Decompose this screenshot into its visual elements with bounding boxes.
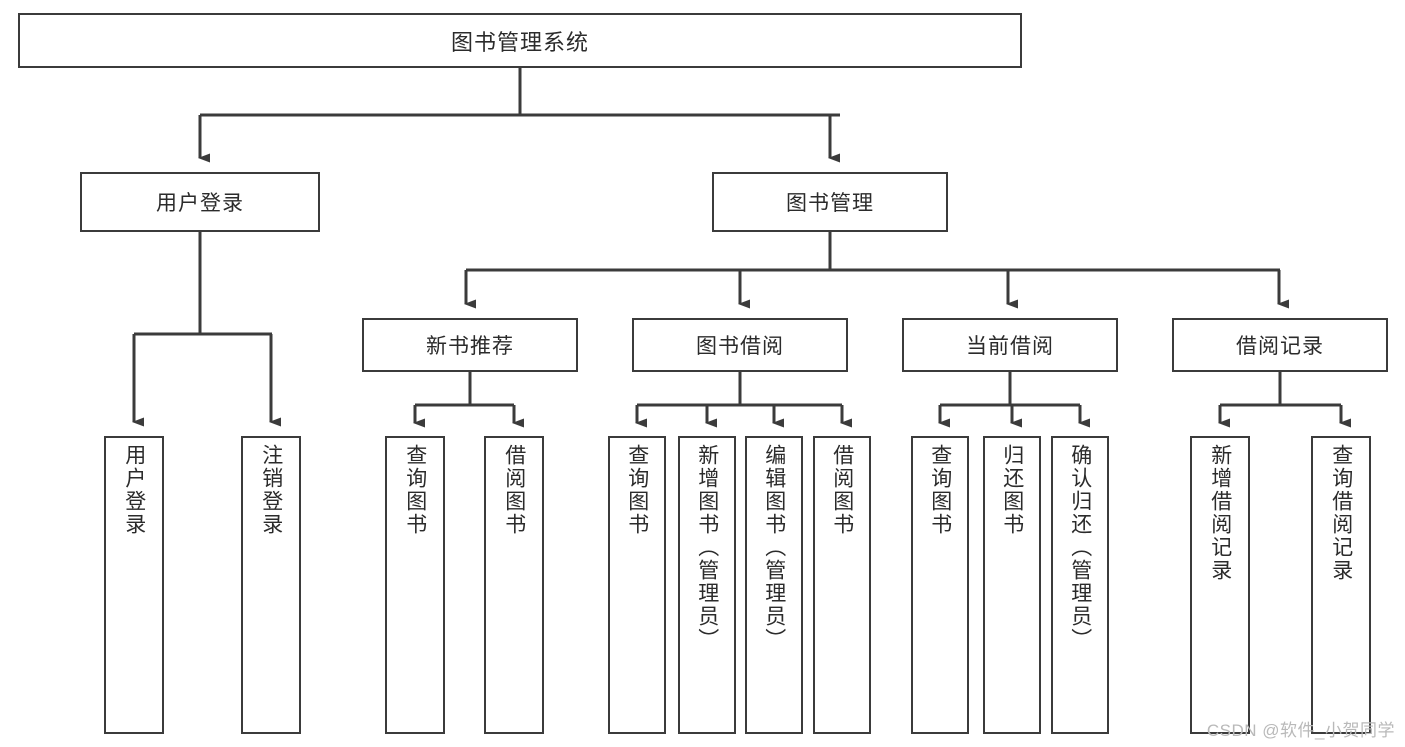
node-user-login-label: 用户登录 bbox=[156, 192, 244, 215]
leaf-query-book-2-label: 查询图书 bbox=[625, 444, 649, 536]
leaf-add-record[interactable]: 新增借阅记录 bbox=[1190, 436, 1250, 734]
node-current-borrow-label: 当前借阅 bbox=[966, 335, 1054, 358]
leaf-logout-label: 注销登录 bbox=[259, 444, 283, 536]
leaf-query-book-1-label: 查询图书 bbox=[403, 444, 427, 536]
leaf-edit-book[interactable]: 编辑图书（管理员） bbox=[745, 436, 803, 734]
node-book-borrow[interactable]: 图书借阅 bbox=[632, 318, 848, 372]
leaf-query-record[interactable]: 查询借阅记录 bbox=[1311, 436, 1371, 734]
leaf-query-record-label: 查询借阅记录 bbox=[1329, 444, 1353, 582]
node-new-book-recommend[interactable]: 新书推荐 bbox=[362, 318, 578, 372]
node-book-manage-label: 图书管理 bbox=[786, 192, 874, 215]
leaf-return-book-label: 归还图书 bbox=[1000, 444, 1024, 536]
leaf-borrow-book-1-label: 借阅图书 bbox=[502, 444, 526, 536]
node-current-borrow[interactable]: 当前借阅 bbox=[902, 318, 1118, 372]
csdn-watermark: CSDN @软件_小贺同学 bbox=[1206, 721, 1395, 740]
leaf-query-book-2[interactable]: 查询图书 bbox=[608, 436, 666, 734]
leaf-borrow-book-2[interactable]: 借阅图书 bbox=[813, 436, 871, 734]
leaf-logout[interactable]: 注销登录 bbox=[241, 436, 301, 734]
node-new-book-recommend-label: 新书推荐 bbox=[426, 335, 514, 358]
leaf-return-book[interactable]: 归还图书 bbox=[983, 436, 1041, 734]
leaf-confirm-return[interactable]: 确认归还（管理员） bbox=[1051, 436, 1109, 734]
node-borrow-record-label: 借阅记录 bbox=[1236, 335, 1324, 358]
leaf-borrow-book-2-label: 借阅图书 bbox=[830, 444, 854, 536]
leaf-borrow-book-1[interactable]: 借阅图书 bbox=[484, 436, 544, 734]
node-root-label: 图书管理系统 bbox=[450, 29, 589, 55]
leaf-edit-book-label: 编辑图书（管理员） bbox=[762, 444, 786, 651]
leaf-add-book-label: 新增图书（管理员） bbox=[695, 444, 719, 651]
leaf-query-book-3-label: 查询图书 bbox=[928, 444, 952, 536]
leaf-add-record-label: 新增借阅记录 bbox=[1208, 444, 1232, 582]
leaf-query-book-1[interactable]: 查询图书 bbox=[385, 436, 445, 734]
leaf-add-book[interactable]: 新增图书（管理员） bbox=[678, 436, 736, 734]
node-borrow-record[interactable]: 借阅记录 bbox=[1172, 318, 1388, 372]
leaf-user-login-label: 用户登录 bbox=[122, 444, 146, 536]
node-book-manage[interactable]: 图书管理 bbox=[712, 172, 948, 232]
node-root[interactable]: 图书管理系统 bbox=[18, 13, 1022, 68]
leaf-user-login[interactable]: 用户登录 bbox=[104, 436, 164, 734]
node-user-login[interactable]: 用户登录 bbox=[80, 172, 320, 232]
leaf-query-book-3[interactable]: 查询图书 bbox=[911, 436, 969, 734]
node-book-borrow-label: 图书借阅 bbox=[696, 335, 784, 358]
leaf-confirm-return-label: 确认归还（管理员） bbox=[1068, 444, 1092, 651]
